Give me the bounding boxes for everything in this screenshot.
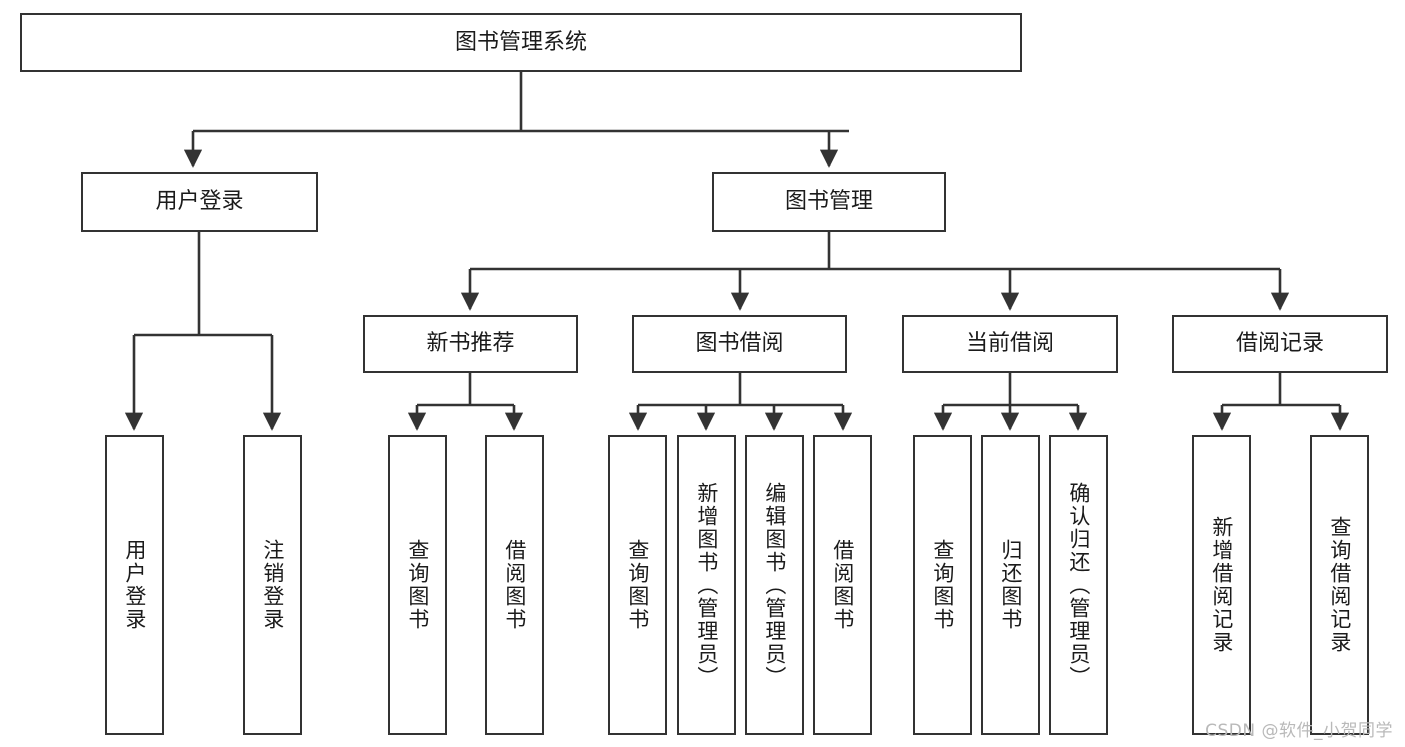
node-book-manage[interactable]: 图书管理	[712, 172, 946, 232]
node-borrow-record[interactable]: 借阅记录	[1172, 315, 1388, 373]
node-leaf-edit-book[interactable]: 编辑图书（管理员）	[745, 435, 804, 735]
node-leaf-add-record[interactable]: 新增借阅记录	[1192, 435, 1251, 735]
node-leaf-confirm-return-label: 确认归还（管理员）	[1066, 481, 1091, 689]
node-leaf-borrow-book-1-label: 借阅图书	[502, 539, 527, 631]
node-leaf-return-book-label: 归还图书	[998, 539, 1023, 631]
node-new-book-recommend-label: 新书推荐	[426, 331, 515, 357]
node-leaf-query-book-1-label: 查询图书	[405, 539, 430, 631]
node-leaf-logout-login-label: 注销登录	[260, 539, 285, 631]
node-leaf-confirm-return[interactable]: 确认归还（管理员）	[1049, 435, 1108, 735]
node-leaf-edit-book-label: 编辑图书（管理员）	[762, 481, 787, 689]
node-leaf-query-record-label: 查询借阅记录	[1327, 516, 1352, 654]
node-leaf-add-record-label: 新增借阅记录	[1209, 516, 1234, 654]
node-user-login[interactable]: 用户登录	[81, 172, 318, 232]
node-root-label: 图书管理系统	[454, 29, 587, 55]
node-leaf-logout-login[interactable]: 注销登录	[243, 435, 302, 735]
node-leaf-query-book-1[interactable]: 查询图书	[388, 435, 447, 735]
node-new-book-recommend[interactable]: 新书推荐	[363, 315, 578, 373]
node-leaf-query-book-3[interactable]: 查询图书	[913, 435, 972, 735]
node-leaf-add-book-label: 新增图书（管理员）	[694, 481, 719, 689]
node-leaf-borrow-book-2-label: 借阅图书	[830, 539, 855, 631]
node-leaf-user-login[interactable]: 用户登录	[105, 435, 164, 735]
node-leaf-borrow-book-1[interactable]: 借阅图书	[485, 435, 544, 735]
node-current-borrow-label: 当前借阅	[965, 331, 1054, 357]
node-leaf-query-book-2[interactable]: 查询图书	[608, 435, 667, 735]
node-book-manage-label: 图书管理	[784, 189, 873, 215]
node-leaf-borrow-book-2[interactable]: 借阅图书	[813, 435, 872, 735]
node-leaf-query-book-2-label: 查询图书	[625, 539, 650, 631]
node-leaf-query-book-3-label: 查询图书	[930, 539, 955, 631]
csdn-watermark: CSDN @软件_小贺同学	[1205, 721, 1393, 741]
node-book-borrow[interactable]: 图书借阅	[632, 315, 847, 373]
node-leaf-add-book[interactable]: 新增图书（管理员）	[677, 435, 736, 735]
node-book-borrow-label: 图书借阅	[695, 331, 784, 357]
node-root[interactable]: 图书管理系统	[20, 13, 1022, 72]
node-current-borrow[interactable]: 当前借阅	[902, 315, 1118, 373]
node-leaf-return-book[interactable]: 归还图书	[981, 435, 1040, 735]
node-borrow-record-label: 借阅记录	[1235, 331, 1324, 357]
node-leaf-user-login-label: 用户登录	[122, 539, 147, 631]
node-user-login-label: 用户登录	[155, 189, 244, 215]
node-leaf-query-record[interactable]: 查询借阅记录	[1310, 435, 1369, 735]
